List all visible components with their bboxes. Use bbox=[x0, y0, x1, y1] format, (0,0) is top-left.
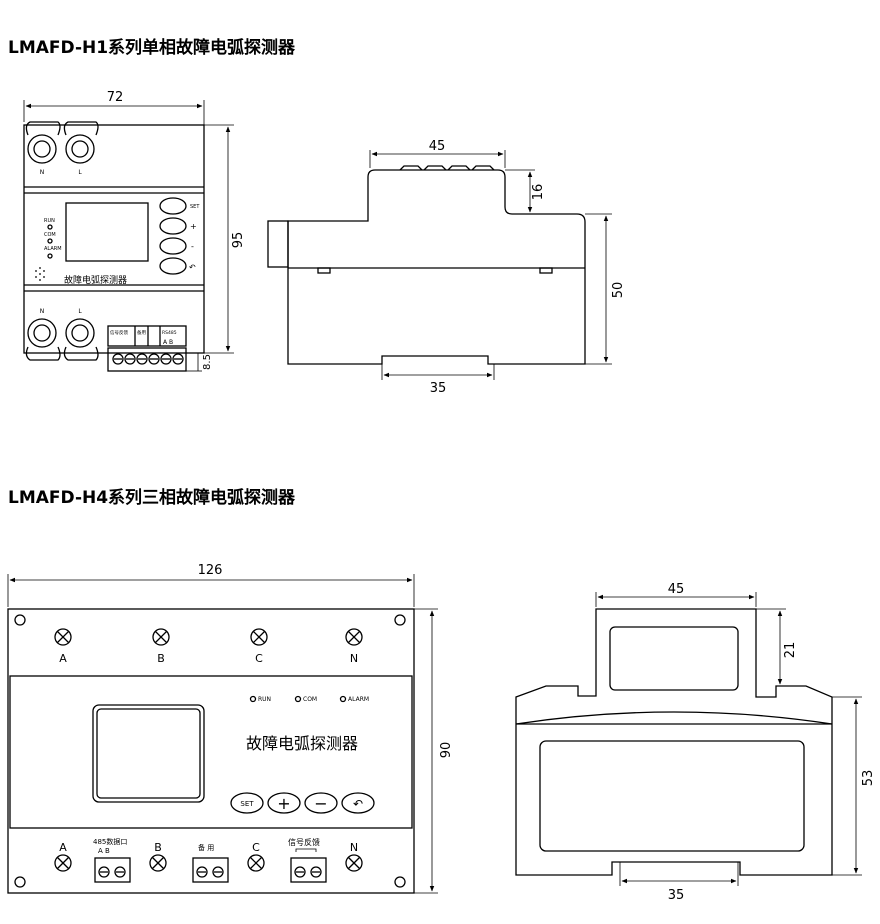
h4-spare-label: 备 用 bbox=[198, 843, 214, 852]
h4-front-panel bbox=[9, 675, 413, 829]
h4-display bbox=[92, 704, 205, 803]
h1-minus-label: - bbox=[191, 242, 194, 251]
h4-rs485-label: 485数据口 bbox=[93, 837, 127, 846]
h4-bottom-terminal-a: A bbox=[59, 841, 67, 854]
h4-led-com-icon bbox=[294, 695, 302, 703]
h1-body-outline bbox=[23, 124, 205, 354]
terminal-top-l-icon bbox=[65, 134, 95, 164]
terminal-top-n-icon bbox=[27, 134, 57, 164]
h4-set-label: SET bbox=[240, 800, 254, 808]
h4-dim-height: 90 bbox=[439, 742, 454, 759]
led-run-icon bbox=[47, 224, 53, 230]
h1-terminal-header-box bbox=[107, 325, 187, 347]
h4-led-alarm-icon bbox=[339, 695, 347, 703]
led-com-icon bbox=[47, 238, 53, 244]
h1-ab-label: A B bbox=[163, 339, 173, 346]
h1-dim-top-height: 16 bbox=[531, 184, 546, 201]
h1-led-alarm-label: ALARM bbox=[44, 246, 62, 252]
h4-plus-button[interactable] bbox=[267, 792, 301, 814]
h1-side-connector bbox=[267, 220, 289, 268]
h4-side-label-area bbox=[539, 740, 805, 852]
h1-set-button[interactable] bbox=[159, 197, 187, 215]
h4-rs485-block bbox=[94, 857, 131, 883]
h1-dim-top-width: 45 bbox=[429, 139, 446, 154]
h4-led-alarm-label: ALARM bbox=[348, 696, 369, 703]
h4-minus-button[interactable] bbox=[304, 792, 338, 814]
h4-bottom-terminal-b: B bbox=[154, 841, 162, 854]
h4-top-terminal-c: C bbox=[255, 652, 263, 665]
terminal-bottom-n-icon bbox=[27, 318, 57, 348]
h1-top-terminal-l-label: L bbox=[78, 169, 82, 176]
h4-top-terminal-b: B bbox=[157, 652, 165, 665]
terminal-screw-icon bbox=[54, 628, 363, 646]
h4-dim-top-height: 21 bbox=[783, 642, 798, 659]
h1-bottom-terminal-n-label: N bbox=[40, 308, 45, 315]
h1-top-terminal-n-label: N bbox=[40, 169, 45, 176]
h1-device-label: 故障电弧探测器 bbox=[64, 274, 127, 286]
h4-ab-label: A B bbox=[98, 847, 110, 855]
h1-spare-label: 备用 bbox=[137, 329, 146, 336]
h4-back-button[interactable] bbox=[341, 792, 375, 814]
h1-dim-height: 95 bbox=[231, 232, 246, 249]
h1-back-label: ↶ bbox=[188, 263, 196, 272]
h4-back-label: ↶ bbox=[353, 797, 363, 811]
h1-rs485-label: RS485 bbox=[162, 330, 177, 336]
h1-led-run-label: RUN bbox=[44, 218, 55, 224]
h4-dim-top-width: 45 bbox=[668, 582, 685, 597]
h4-side-window bbox=[609, 626, 739, 691]
h4-spare-block bbox=[192, 857, 229, 883]
h1-side-body bbox=[287, 169, 586, 365]
h4-bottom-terminal-n: N bbox=[350, 841, 358, 854]
screw-terminals-icon bbox=[112, 353, 184, 365]
h1-display bbox=[65, 202, 149, 262]
h4-top-terminal-n: N bbox=[350, 652, 358, 665]
h4-dim-width: 126 bbox=[198, 563, 223, 578]
h4-bottom-terminal-c: C bbox=[252, 841, 260, 854]
h1-dim-rail: 35 bbox=[430, 381, 447, 396]
h4-device-label: 故障电弧探测器 bbox=[246, 734, 358, 753]
h1-side-view: 45 16 50 35 bbox=[267, 139, 626, 396]
h4-set-button[interactable] bbox=[230, 792, 264, 814]
h1-plus-button[interactable] bbox=[159, 217, 187, 235]
h4-series-title: LMAFD-H4系列三相故障电弧探测器 bbox=[8, 488, 296, 508]
h1-back-button[interactable] bbox=[159, 257, 187, 275]
terminal-bottom-l-icon bbox=[65, 318, 95, 348]
h1-led-com-label: COM bbox=[44, 232, 56, 238]
h1-dim-side-height: 50 bbox=[611, 282, 626, 299]
h4-led-run-icon bbox=[249, 695, 257, 703]
h4-plus-label: + bbox=[277, 794, 290, 813]
h4-front-view: A B C N RUN COM ALARM 故障电弧探测器 SET + − ↶ … bbox=[7, 563, 454, 894]
h4-led-run-label: RUN bbox=[258, 696, 271, 703]
h4-side-view: 45 21 53 35 bbox=[515, 582, 876, 903]
h1-dim-terminal: 8.5 bbox=[202, 354, 213, 370]
h4-dim-rail: 35 bbox=[668, 888, 685, 903]
h4-minus-label: − bbox=[314, 794, 327, 813]
speaker-icon bbox=[35, 267, 45, 281]
h1-minus-button[interactable] bbox=[159, 237, 187, 255]
h4-feedback-label: 信号反馈 bbox=[288, 837, 320, 847]
h1-series-title: LMAFD-H1系列单相故障电弧探测器 bbox=[8, 38, 296, 58]
h1-front-view: N L RUN COM ALARM 故障电弧探测器 SET + - ↶ bbox=[23, 90, 246, 372]
h1-signal-feedback-label: 信号反馈 bbox=[110, 329, 128, 336]
h1-bottom-terminal-l-label: L bbox=[78, 308, 82, 315]
led-alarm-icon bbox=[47, 253, 53, 259]
h4-dim-side-height: 53 bbox=[861, 770, 876, 787]
h1-dim-width: 72 bbox=[107, 90, 124, 105]
terminal-screw-icon bbox=[54, 854, 363, 872]
h1-plus-label: + bbox=[190, 222, 197, 231]
h4-body-outline bbox=[7, 608, 415, 894]
h4-led-com-label: COM bbox=[303, 696, 317, 703]
h1-terminal-block bbox=[107, 347, 187, 372]
h4-feedback-block bbox=[290, 857, 327, 883]
h4-top-terminal-a: A bbox=[59, 652, 67, 665]
h1-set-label: SET bbox=[190, 204, 200, 210]
